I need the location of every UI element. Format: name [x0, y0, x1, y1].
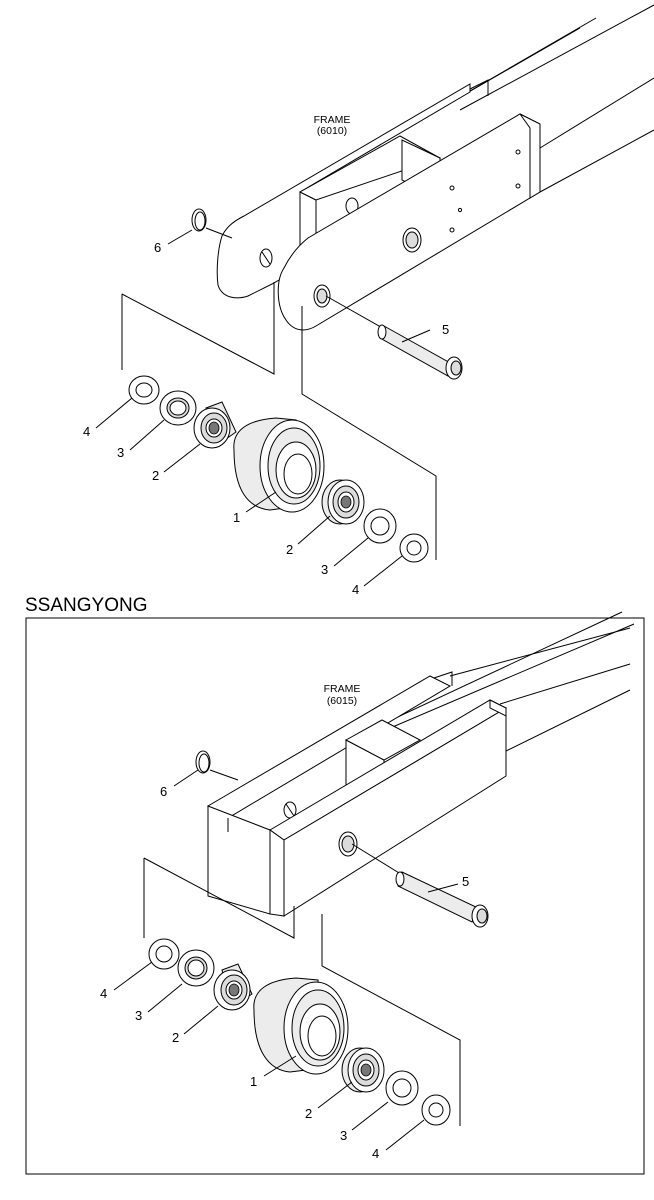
top-bracket-right	[301, 306, 437, 560]
bottom-panel-border	[25, 617, 645, 1175]
bottom-frame-code: (6015)	[327, 695, 357, 707]
top-part-label: 5	[442, 322, 449, 337]
bottom-part-label: 5	[462, 874, 469, 889]
bottom-snap-ring	[195, 750, 239, 781]
bottom-left-washer	[148, 938, 180, 970]
top-right-spacer	[363, 508, 397, 544]
bottom-roller	[253, 977, 349, 1075]
top-left-bearing	[193, 401, 237, 449]
bottom-pin	[351, 843, 489, 928]
top-part-label: 1	[233, 510, 240, 525]
bottom-part-label: 6	[160, 784, 167, 799]
top-frame-code: (6010)	[317, 125, 347, 137]
bottom-assembly: FRAME (6015) 1 2 2 3 3 4 4 5 6	[100, 611, 635, 1161]
bottom-leaders	[113, 769, 459, 1151]
top-left-plate	[216, 83, 471, 299]
top-right-washer	[399, 533, 429, 563]
top-part-label: 3	[117, 445, 124, 460]
top-part-label: 2	[152, 468, 159, 483]
bottom-part-label: 4	[372, 1146, 379, 1161]
bottom-right-washer	[421, 1094, 451, 1126]
top-part-label: 4	[83, 424, 90, 439]
top-left-spacer	[159, 390, 197, 426]
top-bracket-left	[121, 282, 275, 375]
top-part-label: 4	[352, 582, 359, 597]
bottom-bracket-right	[321, 914, 461, 1126]
bottom-left-spacer	[177, 949, 215, 987]
top-right-plate	[277, 113, 541, 331]
bottom-bracket-left	[143, 857, 295, 939]
bottom-frame-label: FRAME	[324, 683, 361, 695]
bottom-part-label: 3	[135, 1008, 142, 1023]
top-right-bearing	[321, 479, 365, 525]
top-part-label: 2	[286, 542, 293, 557]
bottom-left-rail	[207, 675, 452, 915]
bottom-right-spacer	[385, 1070, 419, 1106]
top-pin	[325, 295, 463, 380]
top-assembly: FRAME (6010) 1 2 2 3 3 4 4 5 6	[83, 4, 654, 597]
top-frame-label: FRAME	[314, 114, 351, 126]
bottom-right-rail	[269, 699, 508, 917]
top-part-label: 3	[321, 562, 328, 577]
top-snap-ring	[191, 208, 233, 239]
bottom-part-label: 3	[340, 1128, 347, 1143]
top-leaders	[95, 229, 431, 587]
bottom-part-label: 2	[305, 1106, 312, 1121]
top-left-washer	[128, 375, 160, 405]
top-roller	[233, 417, 325, 513]
top-part-label: 6	[154, 240, 161, 255]
section-title: SSANGYONG	[25, 595, 147, 616]
bottom-part-label: 2	[172, 1030, 179, 1045]
bottom-part-label: 1	[250, 1074, 257, 1089]
bottom-part-label: 4	[100, 986, 107, 1001]
bottom-left-bearing	[213, 963, 253, 1011]
bottom-right-bearing	[341, 1047, 385, 1093]
